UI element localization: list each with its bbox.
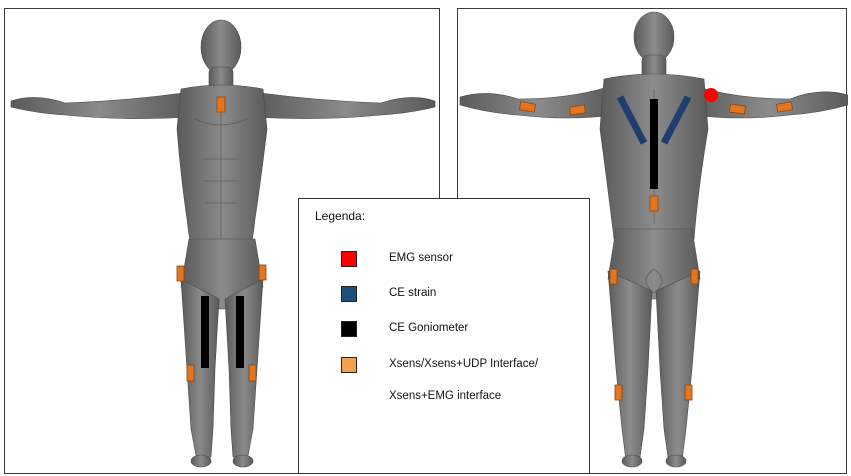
xsens-sensor-thigh-left xyxy=(177,266,184,281)
xsens-sensor-shin-left xyxy=(187,365,194,381)
ce-goniometer-swatch xyxy=(341,321,357,337)
xsens-sensor-lower-back xyxy=(650,196,658,211)
legend-label-emg: EMG sensor xyxy=(389,252,453,264)
xsens-sensor-shin-left-back xyxy=(615,385,622,400)
ce-strain-swatch xyxy=(341,286,357,302)
xsens-sensor-shin-right xyxy=(249,365,256,381)
goniometer-left-knee xyxy=(201,296,209,368)
legend-label-strain: CE strain xyxy=(389,287,436,299)
legend-title: Legenda: xyxy=(315,209,365,223)
xsens-sensor-shin-right-back xyxy=(685,385,692,400)
emg-sensor-shoulder xyxy=(704,88,718,102)
legend-label-xsens: Xsens/Xsens+UDP Interface/ xyxy=(389,358,538,370)
xsens-sensor-right-upper-arm xyxy=(730,104,746,114)
xsens-sensor-thigh-left-back xyxy=(610,269,617,284)
xsens-sensor-left-upper-arm xyxy=(570,105,586,115)
legend-label-xsens-continuation: Xsens+EMG interface xyxy=(389,390,501,402)
xsens-sensor-thigh-right-back xyxy=(691,269,698,284)
xsens-sensor-thigh-right xyxy=(259,265,266,280)
goniometer-spine xyxy=(650,99,658,189)
legend-label-goniometer: CE Goniometer xyxy=(389,322,468,334)
goniometer-right-knee xyxy=(236,296,244,368)
xsens-sensor-chest xyxy=(217,97,225,112)
emg-sensor-swatch xyxy=(341,251,357,267)
legend-box: Legenda: EMG sensor CE strain CE Goniome… xyxy=(298,198,590,474)
xsens-swatch xyxy=(341,357,357,373)
